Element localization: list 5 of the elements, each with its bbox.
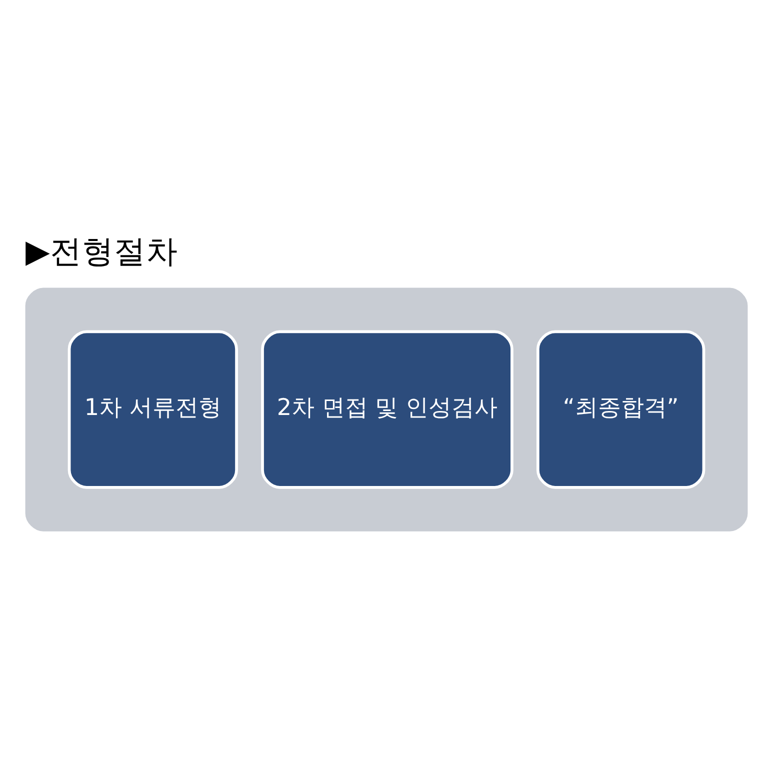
node-box: 2차 면접 및 인성검사 xyxy=(261,330,514,489)
diagram-title: ▶전형절차 xyxy=(26,234,178,270)
cluster xyxy=(25,288,748,532)
node-box: “최종합격” xyxy=(536,330,706,489)
node-box: 1차 서류전형 xyxy=(68,330,238,489)
